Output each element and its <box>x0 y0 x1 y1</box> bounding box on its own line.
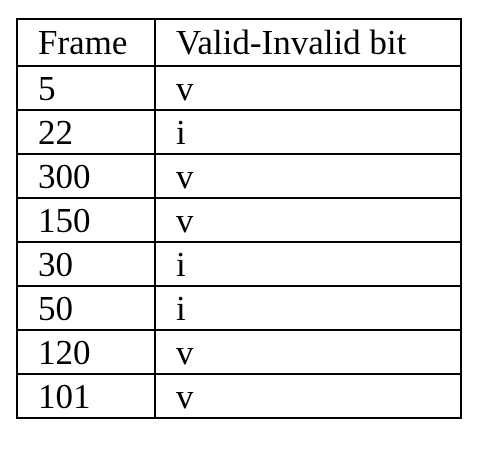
table-row: 300 v <box>16 153 462 199</box>
table-row: 50 i <box>16 285 462 331</box>
valid-bit-cell: v <box>154 197 462 243</box>
table-row: 120 v <box>16 329 462 375</box>
valid-bit-cell: i <box>154 109 462 155</box>
frame-cell: 5 <box>16 65 156 111</box>
valid-bit-cell: v <box>154 373 462 419</box>
frame-cell: 50 <box>16 285 156 331</box>
frame-cell: 120 <box>16 329 156 375</box>
table-row: 30 i <box>16 241 462 287</box>
page-table: Frame Valid-Invalid bit 5 v 22 i 300 v 1… <box>16 18 462 419</box>
frame-cell: 101 <box>16 373 156 419</box>
table-header-row: Frame Valid-Invalid bit <box>16 18 462 67</box>
table-row: 22 i <box>16 109 462 155</box>
valid-bit-cell: i <box>154 285 462 331</box>
table-row: 5 v <box>16 65 462 111</box>
valid-bit-cell: v <box>154 153 462 199</box>
valid-bit-cell: i <box>154 241 462 287</box>
table-row: 150 v <box>16 197 462 243</box>
frame-cell: 300 <box>16 153 156 199</box>
header-frame: Frame <box>16 18 156 67</box>
frame-cell: 30 <box>16 241 156 287</box>
frame-cell: 150 <box>16 197 156 243</box>
valid-bit-cell: v <box>154 329 462 375</box>
table-row: 101 v <box>16 373 462 419</box>
header-valid-invalid-bit: Valid-Invalid bit <box>154 18 462 67</box>
frame-cell: 22 <box>16 109 156 155</box>
valid-bit-cell: v <box>154 65 462 111</box>
